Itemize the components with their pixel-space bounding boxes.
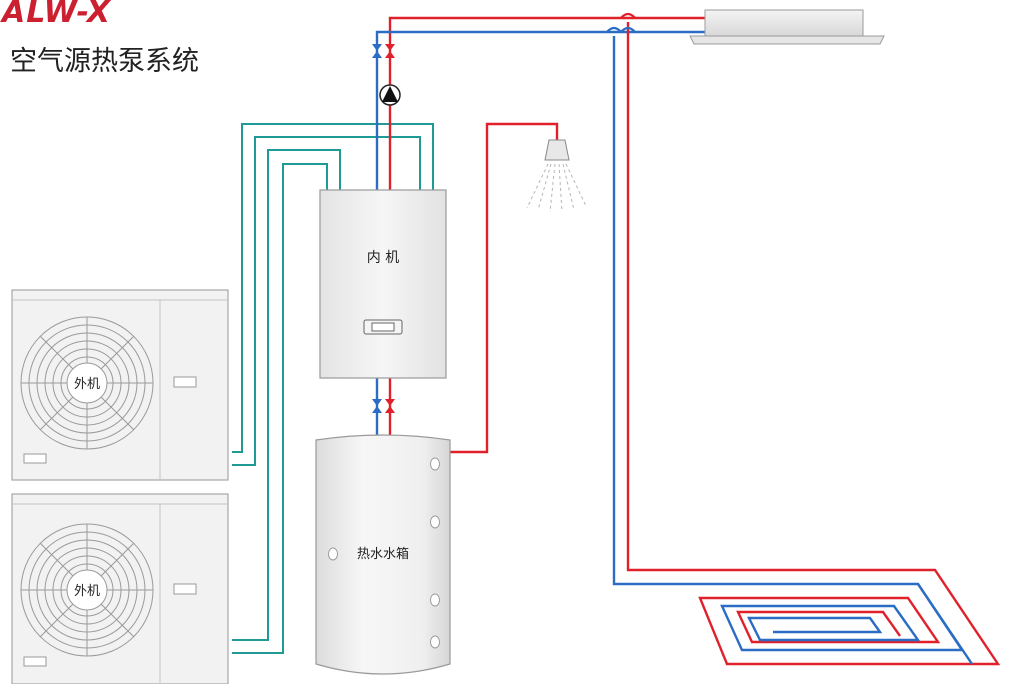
outdoor-unit-2-label: 外机 bbox=[74, 584, 100, 599]
indoor-unit: 内 机 bbox=[319, 189, 447, 379]
outdoor-unit-1-label: 外机 bbox=[74, 377, 100, 392]
brand-title: ALW-X bbox=[0, 0, 112, 30]
water-tank: 热水水箱 bbox=[315, 434, 451, 675]
fan-icon bbox=[20, 316, 154, 450]
pipe-crossovers bbox=[606, 12, 636, 33]
control-panel-icon bbox=[363, 319, 403, 335]
floor-heating-pipes bbox=[612, 22, 1001, 666]
system-subtitle: 空气源热泵系统 bbox=[10, 46, 199, 77]
outdoor-unit-1: 外机 bbox=[11, 289, 229, 481]
refrigerant-pipes bbox=[232, 123, 434, 654]
tank-ports bbox=[328, 457, 440, 649]
fan-coil-pipes bbox=[375, 16, 705, 190]
shower-icon bbox=[526, 139, 587, 213]
pump-icon bbox=[379, 84, 401, 106]
indoor-unit-label: 内 机 bbox=[367, 250, 399, 266]
valve-icon bbox=[372, 44, 395, 413]
fan-coil-unit bbox=[689, 9, 885, 45]
water-tank-label: 热水水箱 bbox=[357, 546, 409, 562]
outdoor-unit-2: 外机 bbox=[11, 493, 229, 684]
fan-icon bbox=[20, 523, 154, 657]
